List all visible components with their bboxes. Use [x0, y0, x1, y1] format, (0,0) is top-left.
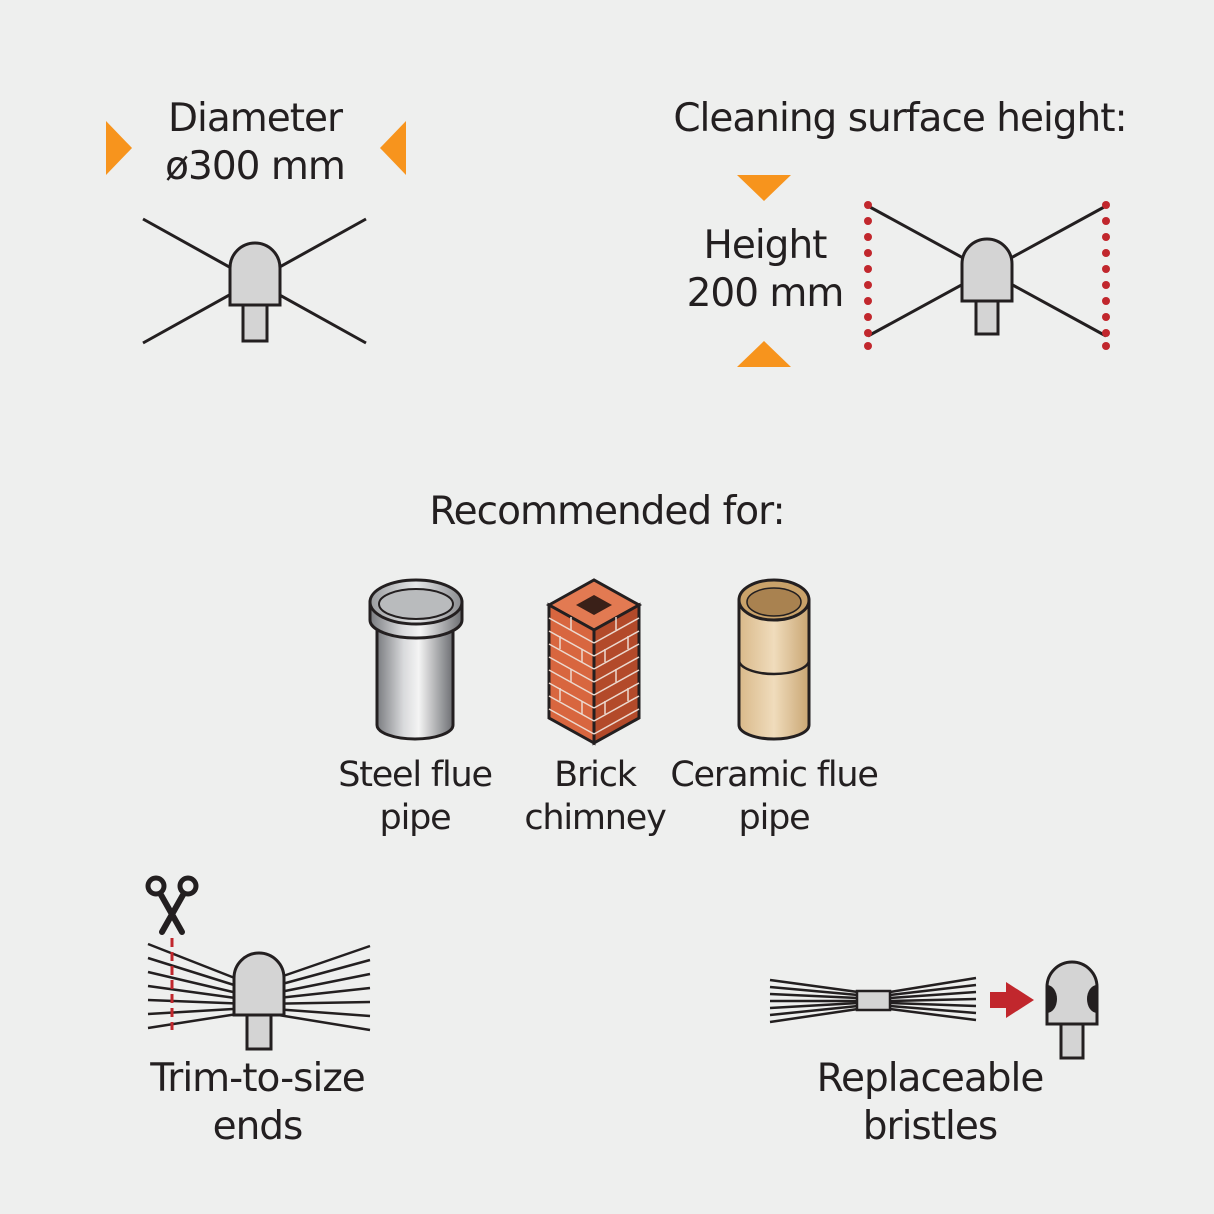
- recommended-title: Recommended for:: [429, 489, 785, 534]
- brick-label-line1: Brick: [554, 755, 637, 795]
- replace-label-line1: Replaceable: [816, 1056, 1045, 1101]
- diameter-value: ø300 mm: [165, 143, 346, 189]
- replace-label: Replaceable bristles: [800, 1055, 1060, 1150]
- steel-label-line2: pipe: [379, 797, 452, 838]
- brick-label-line2: chimney: [524, 797, 666, 838]
- ceramic-label-line1: Ceramic flue: [670, 755, 879, 795]
- trim-label: Trim-to-size ends: [130, 1055, 385, 1150]
- replace-label-line2: bristles: [862, 1103, 998, 1149]
- height-title: Height: [703, 223, 828, 268]
- diameter-label: Diameter ø300 mm: [140, 95, 370, 190]
- trim-label-line1: Trim-to-size: [150, 1056, 366, 1101]
- trim-label-line2: ends: [212, 1103, 304, 1149]
- cleaning-height-title: Cleaning surface height:: [673, 96, 1127, 141]
- recommended-item-steel: Steel flue pipe: [320, 754, 510, 839]
- ceramic-label-line2: pipe: [738, 797, 811, 838]
- steel-label-line1: Steel flue: [338, 755, 493, 795]
- height-value: 200 mm: [686, 270, 845, 316]
- recommended-item-brick: Brick chimney: [500, 754, 690, 839]
- recommended-item-ceramic: Ceramic flue pipe: [664, 754, 884, 839]
- height-label: Height 200 mm: [670, 222, 860, 317]
- diameter-title: Diameter: [167, 96, 343, 141]
